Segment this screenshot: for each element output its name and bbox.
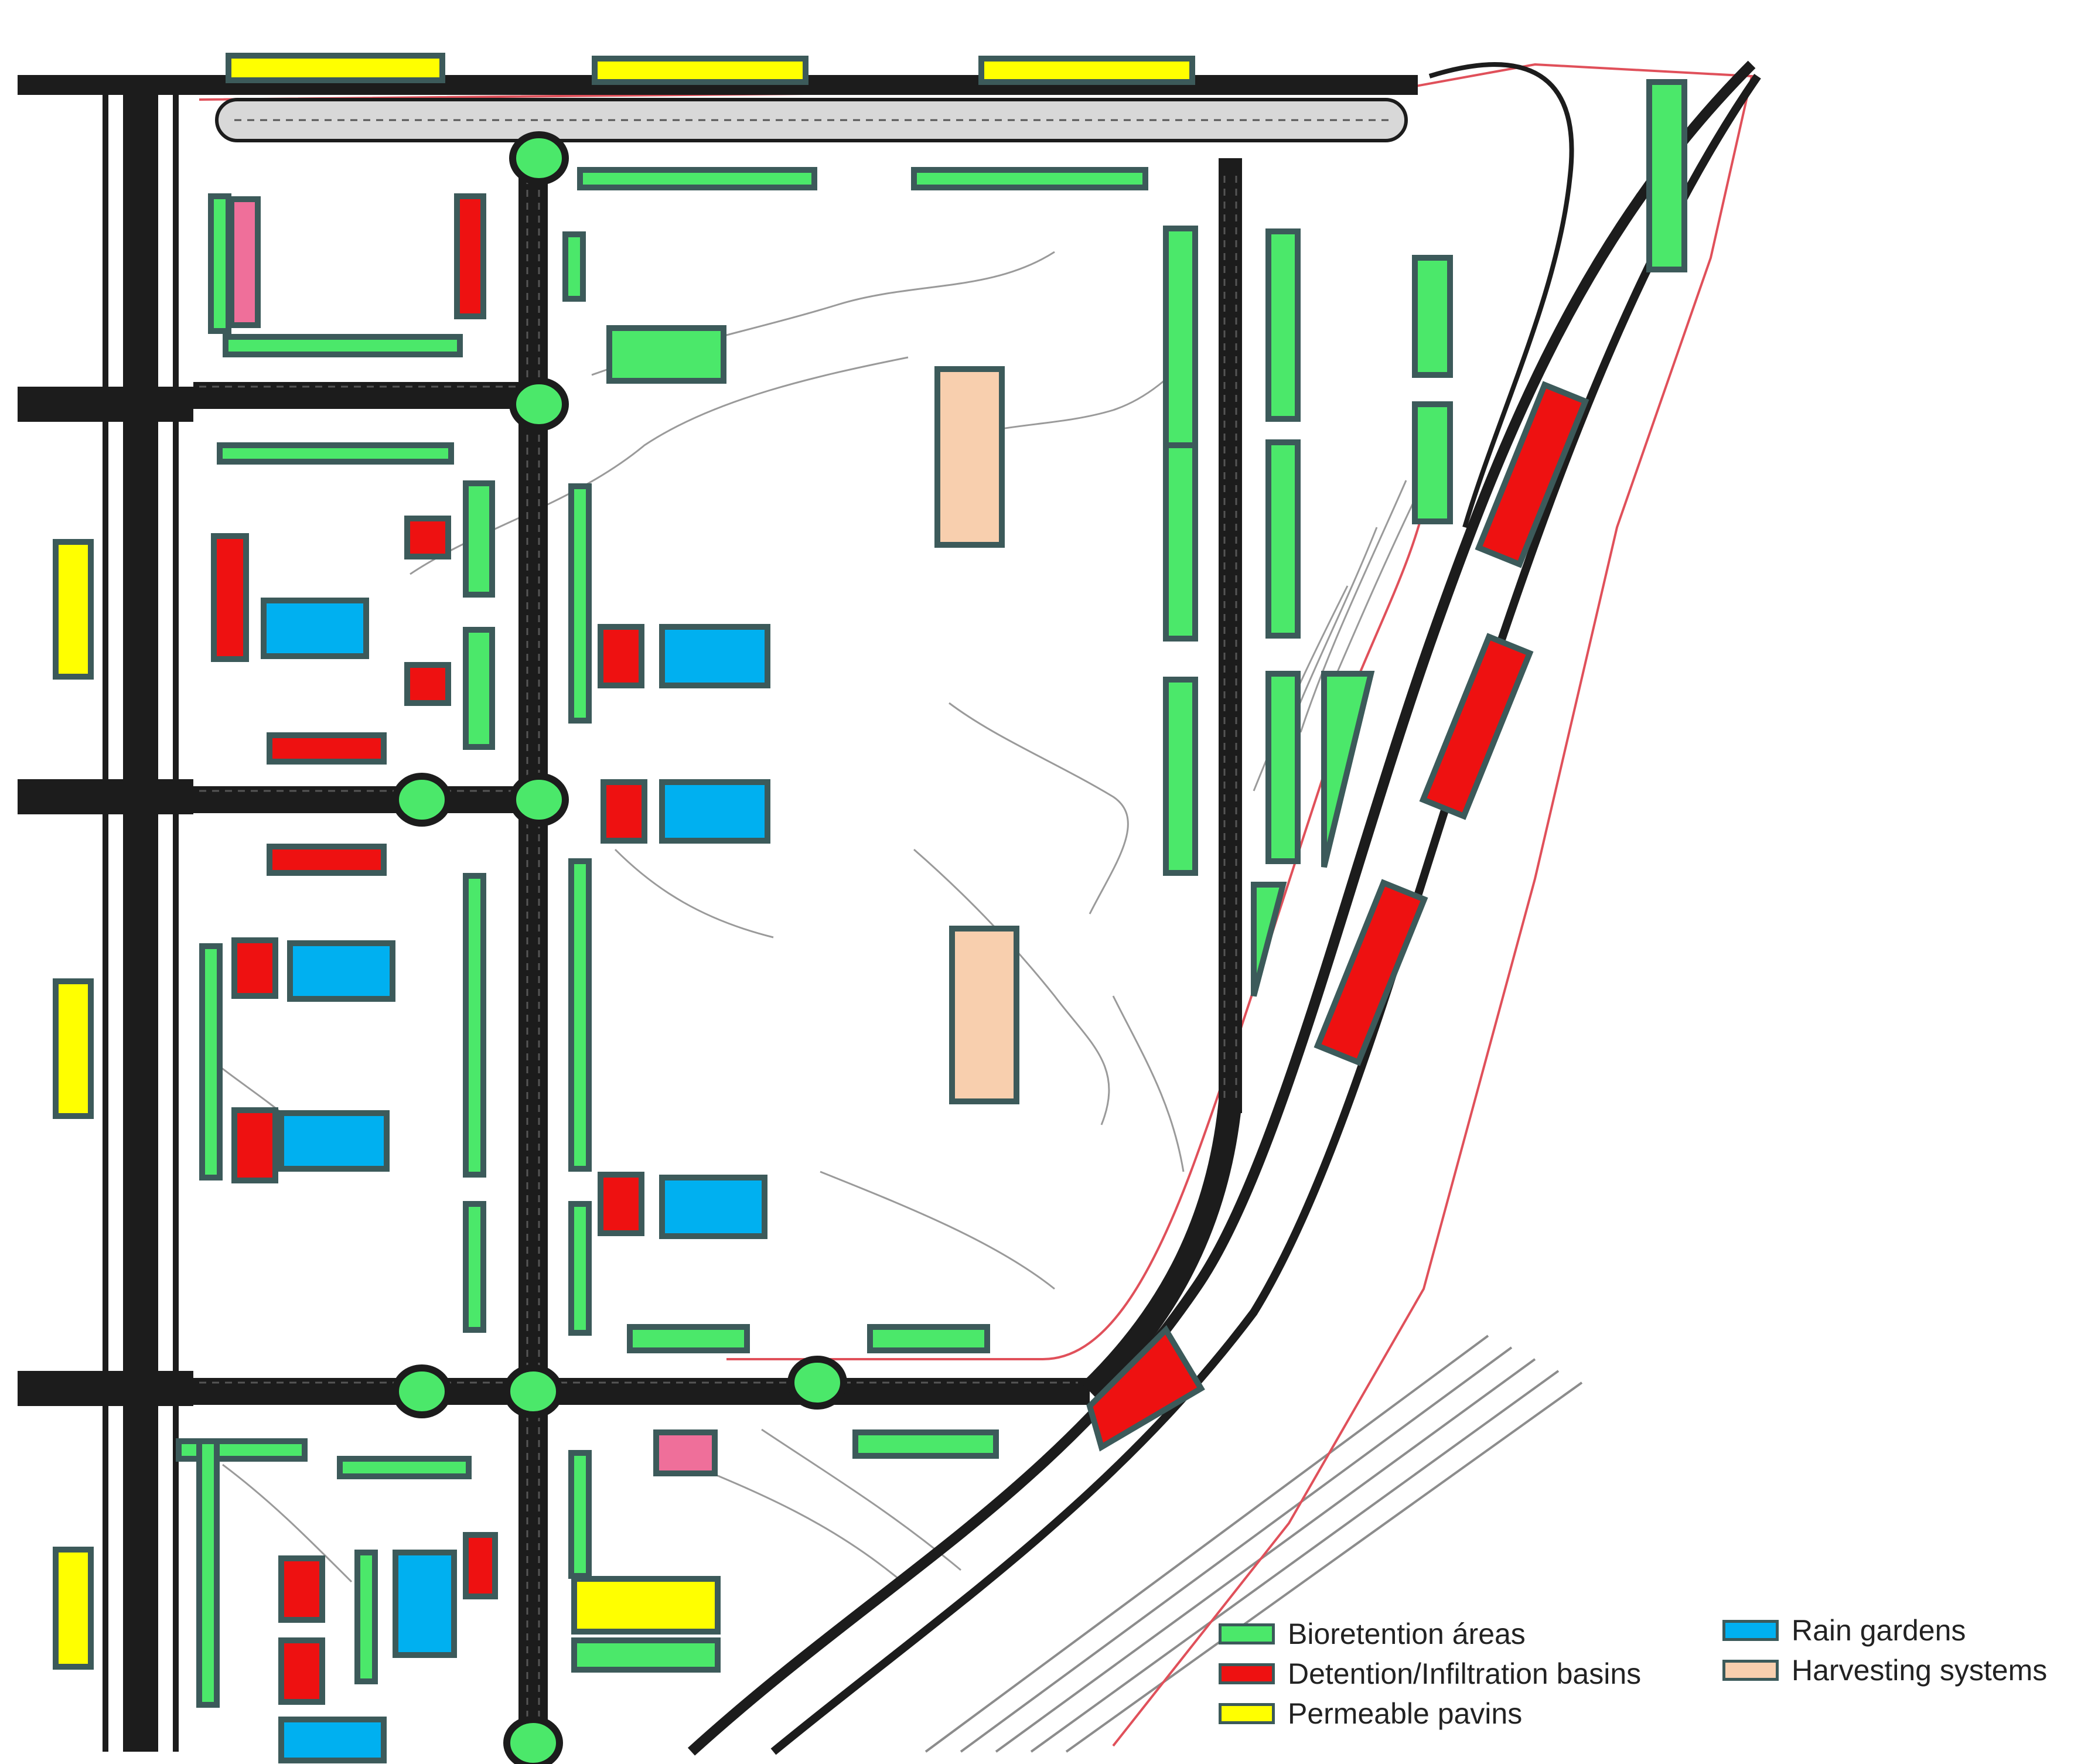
legend: Bioretention áreas Detention/Infiltratio… — [1219, 1605, 2074, 1746]
detention-basin — [278, 1637, 325, 1705]
bioretention-area — [606, 325, 726, 384]
bioretention-area — [1265, 228, 1301, 422]
roundabout — [509, 773, 569, 827]
pink-area — [228, 196, 261, 328]
roundabout — [503, 1716, 563, 1764]
bioretention-area — [1646, 79, 1687, 272]
bioretention-area — [852, 1429, 999, 1459]
bioretention-area — [1265, 439, 1301, 639]
harvesting-system — [949, 926, 1019, 1104]
rain-garden — [659, 624, 770, 688]
detention-basin — [404, 662, 451, 706]
rain-garden — [278, 1717, 387, 1763]
bioretention-area — [1321, 671, 1375, 868]
legend-label: Detention/Infiltration basins — [1288, 1657, 1642, 1690]
legend-bioretention: Bioretention áreas — [1219, 1617, 1526, 1651]
bioretention-area — [1265, 671, 1301, 864]
permeable-paving — [978, 56, 1195, 85]
bioretention-area — [568, 1201, 592, 1336]
roundabout — [509, 377, 569, 431]
bioretention-area — [463, 480, 495, 598]
detention-basin — [267, 732, 387, 765]
bioretention-area — [1163, 677, 1198, 876]
detention-basin — [404, 516, 451, 559]
detention-basin — [267, 844, 387, 876]
railway-tracks — [924, 1335, 1583, 1753]
rain-garden — [261, 598, 369, 659]
detention-basin — [1086, 1325, 1205, 1452]
pink-area — [653, 1429, 718, 1476]
roundabout — [509, 131, 569, 185]
permeable-paving — [53, 978, 94, 1119]
legend-detention: Detention/Infiltration basins — [1219, 1657, 1641, 1691]
detention-basin — [231, 1107, 278, 1183]
detention-basin — [454, 193, 486, 319]
bioretention-area — [627, 1324, 750, 1353]
permeable-swatch-icon — [1219, 1703, 1275, 1724]
roundabout — [503, 1364, 563, 1418]
rain-garden — [659, 779, 770, 844]
legend-label: Harvesting systems — [1792, 1654, 2048, 1687]
roundabout — [392, 1364, 452, 1418]
road-network — [18, 60, 1761, 1756]
permeable-paving — [53, 1547, 94, 1670]
permeable-paving — [226, 53, 445, 83]
rain-garden — [659, 1175, 767, 1239]
legend-rain-gardens: Rain gardens — [1722, 1613, 1966, 1647]
bioretention-area — [568, 483, 592, 724]
detention-basin — [211, 533, 249, 662]
detention-basin — [278, 1555, 325, 1623]
bioretention-area — [568, 1450, 592, 1579]
bioretention-area — [463, 627, 495, 750]
detention-basin — [231, 937, 278, 999]
legend-label: Permeable pavins — [1288, 1697, 1523, 1730]
bioretention-area — [911, 167, 1148, 190]
stormwater-measures — [53, 53, 1687, 1763]
rain-garden-swatch-icon — [1722, 1620, 1779, 1641]
bioretention-area — [223, 334, 463, 357]
detention-basin — [598, 624, 644, 688]
harvesting-system — [934, 366, 1005, 548]
bioretention-area — [199, 943, 223, 1180]
bioretention-area — [463, 873, 486, 1178]
detention-basin — [1475, 381, 1589, 568]
detention-basin — [1314, 879, 1428, 1066]
legend-harvesting: Harvesting systems — [1722, 1653, 2047, 1687]
bioretention-area — [463, 1201, 486, 1333]
roundabout — [787, 1356, 847, 1410]
roundabouts — [392, 131, 847, 1764]
bioretention-area — [337, 1456, 472, 1479]
permeable-paving — [571, 1576, 721, 1635]
permeable-paving — [53, 539, 94, 680]
bioretention-area — [1412, 401, 1453, 524]
detention-basin — [463, 1532, 498, 1599]
legend-label: Rain gardens — [1792, 1614, 1966, 1647]
bioretention-area — [1251, 882, 1287, 997]
roundabout — [392, 773, 452, 827]
legend-permeable: Permeable pavins — [1219, 1697, 1522, 1731]
rain-garden — [287, 940, 395, 1002]
bioretention-area — [562, 231, 586, 302]
bioretention-area — [1163, 442, 1198, 642]
rain-garden — [393, 1550, 457, 1658]
bioretention-area — [354, 1550, 378, 1684]
bioretention-area — [867, 1324, 990, 1353]
detention-basin — [1419, 633, 1534, 820]
bioretention-area — [196, 1438, 220, 1708]
permeable-paving — [592, 56, 808, 85]
bioretention-area — [217, 442, 454, 465]
legend-label: Bioretention áreas — [1288, 1618, 1526, 1650]
bioretention-area — [577, 167, 817, 190]
harvesting-swatch-icon — [1722, 1660, 1779, 1681]
bioretention-swatch-icon — [1219, 1623, 1275, 1644]
bioretention-area — [571, 1637, 721, 1673]
rain-garden — [278, 1110, 390, 1172]
bioretention-area — [1412, 255, 1453, 378]
bioretention-area — [568, 858, 592, 1172]
detention-swatch-icon — [1219, 1663, 1275, 1684]
detention-basin — [601, 779, 647, 844]
detention-basin — [598, 1172, 644, 1236]
